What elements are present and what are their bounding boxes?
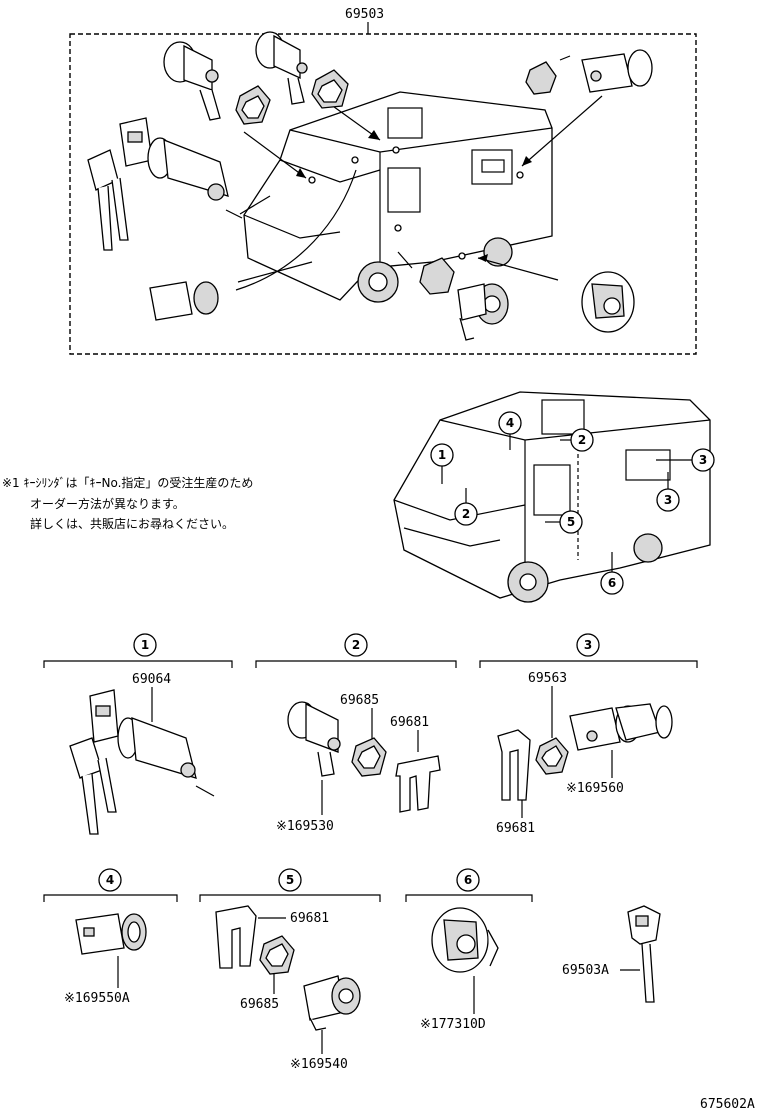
part-69681-g3: 69681 bbox=[496, 821, 535, 836]
locator-callout-3b: 3 bbox=[656, 472, 680, 512]
group-2-callout bbox=[344, 633, 368, 657]
cylinder-g4 bbox=[75, 913, 147, 955]
svg-text:2: 2 bbox=[352, 638, 360, 652]
ignition-cylinder-with-keys bbox=[69, 689, 215, 835]
part-69503A: 69503A bbox=[562, 963, 609, 978]
assembly-cylinder-a bbox=[163, 41, 221, 121]
note-line-3: 詳しくは、共販店にお尋ねください。 bbox=[30, 516, 234, 531]
clip-g3 bbox=[497, 729, 531, 801]
part-169540: ※169540 bbox=[290, 1057, 348, 1072]
part-69681-g2: 69681 bbox=[390, 715, 429, 730]
part-169530: ※169530 bbox=[276, 819, 334, 834]
part-69685: 69685 bbox=[340, 693, 379, 708]
assembly-cylinder-right bbox=[581, 49, 653, 93]
group-6: 6 ※177310D bbox=[405, 868, 533, 1032]
key-blank: 69503A bbox=[562, 905, 661, 1003]
figure-code: 675602A bbox=[700, 1097, 755, 1112]
svg-text:1: 1 bbox=[438, 448, 446, 462]
locator-callout-2a: 2 bbox=[454, 488, 478, 526]
svg-text:5: 5 bbox=[286, 873, 294, 887]
locator-callout-1: 1 bbox=[430, 443, 454, 484]
group-6-callout bbox=[456, 868, 480, 892]
assembly-lower-cylinder bbox=[457, 283, 509, 341]
assembly-ignition-cylinder bbox=[147, 137, 243, 219]
van-illustration-top bbox=[243, 91, 553, 303]
rear-door-cylinder-g3 bbox=[569, 703, 673, 751]
svg-text:6: 6 bbox=[464, 873, 472, 887]
grommet-g2 bbox=[351, 737, 387, 777]
assembly-dashed-frame bbox=[69, 33, 697, 355]
part-169550A: ※169550A bbox=[64, 991, 130, 1006]
group-2: 2 69685 69681 ※169530 bbox=[255, 633, 457, 834]
part-69685-g5: 69685 bbox=[240, 997, 279, 1012]
part-177310D: ※177310D bbox=[420, 1017, 486, 1032]
svg-text:2: 2 bbox=[462, 507, 470, 521]
locator-callout-3a: 3 bbox=[656, 448, 715, 472]
group-4: 4 ※169550A bbox=[43, 868, 178, 1006]
assembly-grommet-a bbox=[235, 85, 271, 125]
group-1-callout bbox=[133, 633, 157, 657]
assembly-lower-grommet bbox=[419, 257, 455, 295]
group-4-callout bbox=[98, 868, 122, 892]
group-5-callout bbox=[278, 868, 302, 892]
note-line-1: ※1 ｷｰｼﾘﾝﾀﾞは「ｷｰNo.指定」の受注生産のため bbox=[2, 475, 253, 490]
order-note: ※1 ｷｰｼﾘﾝﾀﾞは「ｷｰNo.指定」の受注生産のため オーダー方法が異なりま… bbox=[2, 475, 253, 531]
part-69064: 69064 bbox=[132, 672, 171, 687]
locator-callout-2b: 2 bbox=[560, 428, 594, 452]
locator-callout-5: 5 bbox=[545, 510, 583, 534]
locator-callout-6: 6 bbox=[600, 552, 624, 595]
group-5: 5 69681 69685 ※169540 bbox=[199, 868, 381, 1072]
handle-cylinder-g6 bbox=[431, 907, 499, 973]
svg-text:3: 3 bbox=[584, 638, 592, 652]
door-cylinder-g2 bbox=[287, 701, 341, 777]
assembly-cylinder-c bbox=[149, 281, 219, 321]
assembly-grommet-right bbox=[525, 55, 571, 95]
svg-text:6: 6 bbox=[608, 576, 616, 590]
group-3: 3 69563 ※169560 69681 bbox=[479, 633, 698, 836]
grommet-g3 bbox=[535, 737, 569, 775]
part-69681-g5: 69681 bbox=[290, 911, 329, 926]
clip-g2 bbox=[395, 755, 441, 813]
svg-text:4: 4 bbox=[506, 416, 514, 430]
svg-text:3: 3 bbox=[699, 453, 707, 467]
svg-text:1: 1 bbox=[141, 638, 149, 652]
assembly-grommet-b bbox=[311, 69, 349, 109]
assembly-part-number: 69503 bbox=[345, 7, 384, 22]
group-1: 1 69064 bbox=[43, 633, 233, 835]
svg-text:3: 3 bbox=[664, 493, 672, 507]
van-illustration-locator bbox=[393, 391, 711, 603]
assembly-handle-cylinder bbox=[581, 271, 635, 333]
clip-g5 bbox=[215, 905, 257, 969]
locator-callout-4: 4 bbox=[498, 411, 522, 450]
svg-text:4: 4 bbox=[106, 873, 114, 887]
part-169560: ※169560 bbox=[566, 781, 624, 796]
assembly-cylinder-b bbox=[255, 31, 308, 105]
group-3-callout bbox=[576, 633, 600, 657]
door-cylinder-g5 bbox=[303, 975, 361, 1031]
part-69563: 69563 bbox=[528, 671, 567, 686]
svg-text:2: 2 bbox=[578, 433, 586, 447]
svg-text:5: 5 bbox=[567, 515, 575, 529]
grommet-g5 bbox=[259, 935, 295, 975]
note-line-2: オーダー方法が異なります。 bbox=[30, 496, 185, 511]
assembly-keys bbox=[87, 117, 153, 251]
